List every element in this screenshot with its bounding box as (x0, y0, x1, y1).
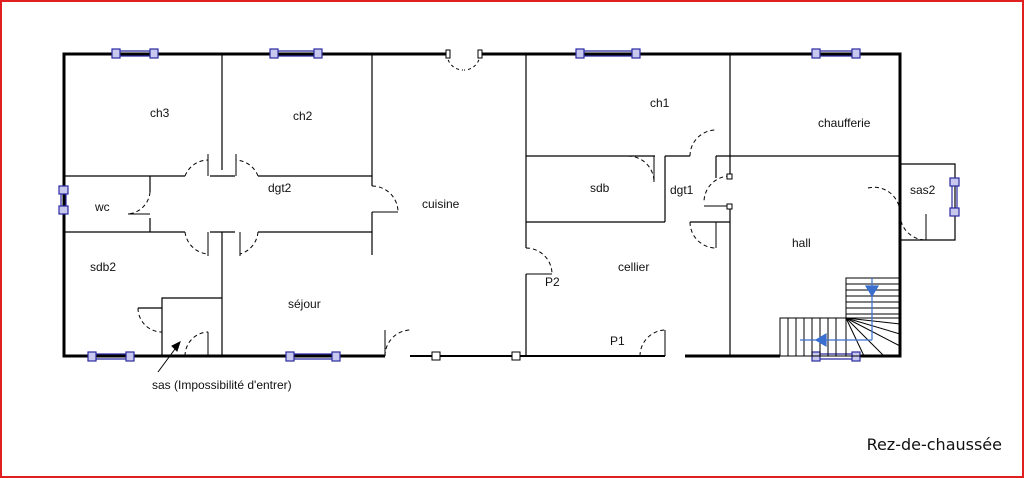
interior-walls (64, 54, 956, 356)
door-jambs (431, 49, 733, 361)
room-label-chaufferie: chaufferie (818, 116, 871, 130)
room-label-cellier: cellier (618, 260, 650, 274)
room-label-ch1: ch1 (650, 96, 670, 110)
room-label-sdb: sdb (590, 181, 610, 195)
level-caption: Rez-de-chaussée (866, 435, 1002, 454)
room-label-sdb2: sdb2 (90, 260, 117, 274)
windows (58, 48, 960, 362)
doors (127, 53, 927, 357)
sas-pointer-arrow (157, 341, 181, 373)
room-label-ch3: ch3 (150, 106, 170, 120)
room-label-dgt2: dgt2 (268, 181, 292, 195)
outer-walls (62, 52, 902, 358)
room-label-sejour: séjour (288, 297, 321, 311)
staircase (779, 277, 901, 357)
room-label-cuisine: cuisine (422, 197, 460, 211)
room-label-wc: wc (95, 200, 110, 214)
room-label-dgt1: dgt1 (670, 183, 694, 197)
room-label-hall: hall (792, 236, 811, 250)
door-label-p1: P1 (610, 334, 625, 348)
room-label-ch2: ch2 (293, 109, 313, 123)
door-label-p2: P2 (545, 275, 560, 289)
room-label-sas2: sas2 (910, 183, 936, 197)
stair-direction-arrows (800, 278, 880, 348)
sas-annotation: sas (Impossibilité d'entrer) (152, 378, 292, 392)
